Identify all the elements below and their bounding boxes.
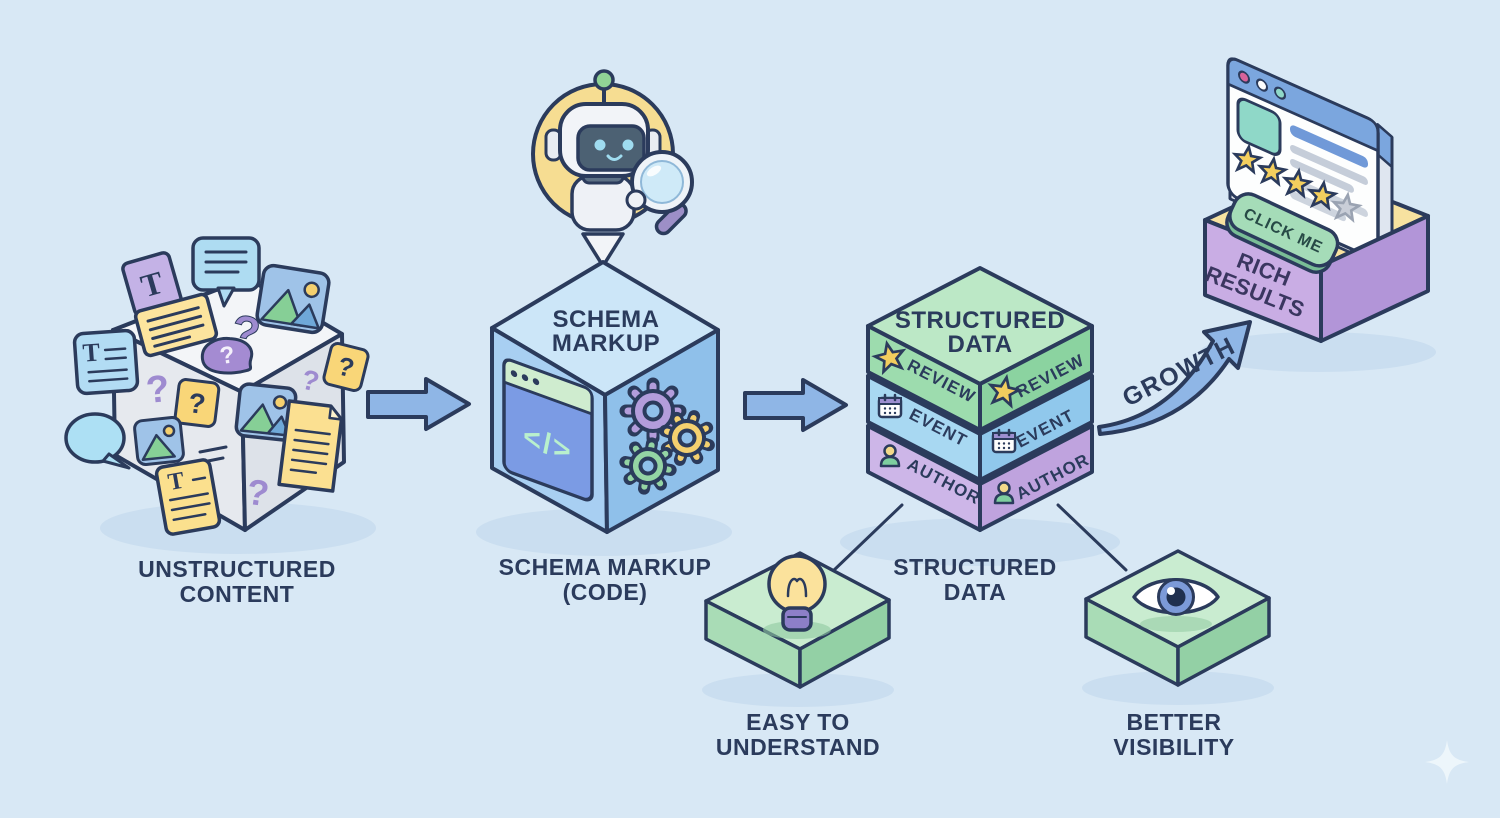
question-blob-icon: ? <box>201 336 254 375</box>
connector-structured-to-easy <box>830 503 904 574</box>
easy-label-line1: EASY TO <box>746 709 850 735</box>
result-thumbnail <box>1236 97 1282 156</box>
schema-markup-cube: SCHEMA MARKUP </> <box>490 260 720 534</box>
browser-dot-teal <box>1274 86 1286 100</box>
structured-label-line2: DATA <box>944 579 1006 605</box>
visibility-label-line1: BETTER <box>1127 709 1222 735</box>
easy-label-line2: UNDERSTAND <box>716 734 880 760</box>
robot-eye-right <box>622 139 634 151</box>
eye-icon <box>1132 578 1220 616</box>
arrow-right-1 <box>366 377 471 431</box>
arrow-right-2 <box>743 378 848 432</box>
rich-platform-front-right <box>1319 214 1430 343</box>
result-text-line <box>1290 145 1368 185</box>
result-title-line <box>1290 125 1368 168</box>
structured-label-line1: STRUCTURED <box>893 554 1056 580</box>
easy-label: EASY TO UNDERSTAND <box>716 709 880 760</box>
robot-antenna-icon <box>593 69 615 91</box>
robot-hand <box>625 189 647 211</box>
image-icon-small <box>133 416 185 466</box>
visibility-label-line2: VISIBILITY <box>1113 734 1234 760</box>
structured-top-line2: DATA <box>947 331 1012 358</box>
q-glyph: ? <box>187 387 208 420</box>
visibility-label: BETTER VISIBILITY <box>1113 709 1234 760</box>
structured-data-stack: AUTHOR AUTHOR EVENT <box>866 266 1094 532</box>
schema-label-line1: SCHEMA MARKUP <box>499 554 712 580</box>
q-glyph: ? <box>335 351 358 384</box>
result-text-line <box>1290 191 1346 222</box>
unstructured-label: UNSTRUCTURED CONTENT <box>138 556 336 607</box>
schema-markup-label: SCHEMA MARKUP (CODE) <box>499 554 712 605</box>
magnifier-icon <box>625 150 694 236</box>
result-text-line <box>1290 159 1354 193</box>
image-icon <box>255 263 331 335</box>
code-window-icon: </> <box>502 358 594 502</box>
gear-purple-icon <box>619 377 687 445</box>
document-folded-icon <box>277 399 344 493</box>
q-glyph: ? <box>218 341 236 370</box>
visibility-platform <box>1084 549 1271 687</box>
easy-platform <box>704 551 891 689</box>
browser-dot-white <box>1256 78 1268 92</box>
structured-data-label: STRUCTURED DATA <box>893 554 1056 605</box>
unstructured-label-line1: UNSTRUCTURED <box>138 556 336 582</box>
question-mark: ? <box>144 368 171 412</box>
rich-results-group: RICH RESULTS CLICK ME <box>1202 57 1430 343</box>
robot-badge-tail <box>581 232 625 268</box>
unstructured-label-line2: CONTENT <box>180 581 295 607</box>
gear-yellow-icon <box>659 410 715 466</box>
structured-top-line1: STRUCTURED <box>895 307 1065 334</box>
document-lines-icon <box>133 292 219 358</box>
schema-label-line2: (CODE) <box>563 579 648 605</box>
t-glyph: T <box>166 468 186 496</box>
calendar-icon <box>991 428 1017 454</box>
text-doc-yellow-icon: T <box>154 458 222 536</box>
connector-structured-to-visibility <box>1056 503 1128 572</box>
robot-mascot-icon <box>531 69 694 268</box>
unstructured-content-cube: T ? ? T <box>64 236 370 536</box>
question-card-yellow-right-icon: ? <box>322 342 370 392</box>
t-glyph: T <box>82 337 101 367</box>
calendar-icon <box>877 393 903 419</box>
gear-green-icon <box>619 437 677 495</box>
chat-bubble-lines-icon <box>191 236 261 308</box>
speech-bubble-icon <box>64 412 131 470</box>
layer-review: STRUCTURED DATA REVIEW REVIEW <box>866 266 1094 432</box>
schema-cube-top-line2: MARKUP <box>552 330 660 357</box>
lightbulb-icon <box>767 554 827 632</box>
robot-smile <box>606 154 623 161</box>
robot-eye-left <box>594 139 606 151</box>
author-icon <box>879 444 901 468</box>
text-doc-blue-icon: T <box>72 328 140 396</box>
schema-cube-top-line1: SCHEMA <box>552 306 659 333</box>
robot-face-screen <box>576 124 646 172</box>
question-card-yellow-icon: ? <box>173 378 221 428</box>
author-icon <box>993 481 1015 505</box>
browser-dot-pink <box>1238 70 1250 84</box>
